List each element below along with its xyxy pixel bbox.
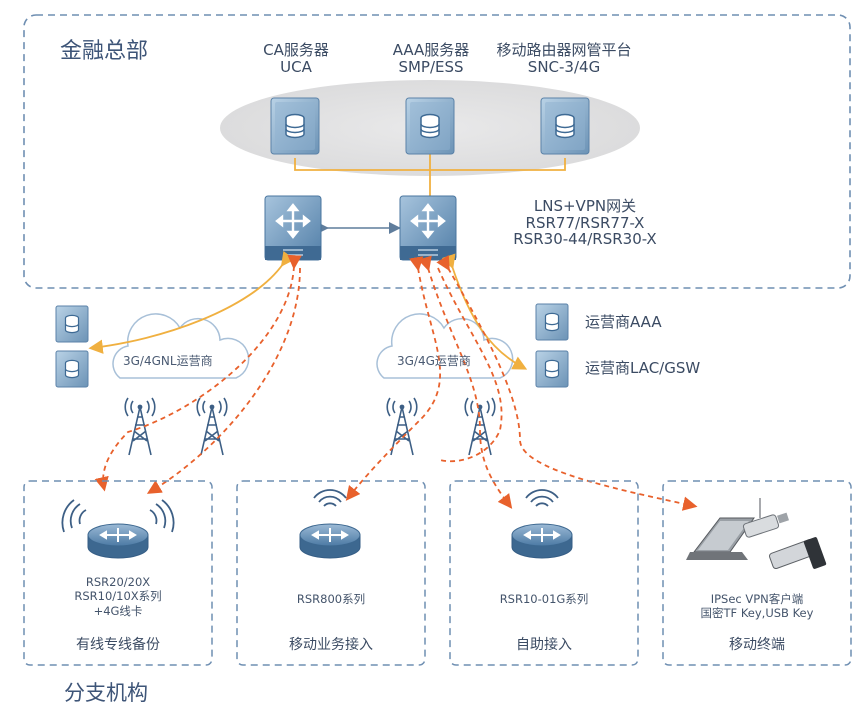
operator-aaa-icon bbox=[535, 303, 569, 341]
tower-icon bbox=[124, 397, 156, 456]
operator-lac-gsw-label: 运营商LAC/GSW bbox=[585, 359, 701, 377]
management-server-model: SNC-3/4G bbox=[527, 57, 601, 76]
gateway-model-2: RSR30-44/RSR30-X bbox=[513, 230, 657, 248]
router-rsr800-icon bbox=[299, 523, 361, 559]
branch-box-4 bbox=[662, 480, 852, 666]
branch-box-3 bbox=[449, 480, 639, 666]
cloud-left-icon bbox=[112, 313, 250, 379]
management-server-icon bbox=[540, 97, 590, 155]
branch-box-2 bbox=[236, 480, 426, 666]
ca-server-name: CA服务器 bbox=[263, 41, 329, 59]
cloud-left-label: 3G/4GNL运营商 bbox=[123, 354, 213, 368]
vpn-tunnels bbox=[94, 254, 698, 511]
usb-key-icon bbox=[742, 498, 789, 538]
management-server-name: 移动路由器网管平台 bbox=[496, 41, 632, 59]
device-label-line: RSR10-01G系列 bbox=[499, 592, 589, 606]
branch-box-3-label: 自助接入 bbox=[516, 637, 572, 653]
router-rsr20-icon bbox=[87, 523, 149, 559]
left-operator-server-2-icon bbox=[55, 350, 89, 388]
gateway-name: LNS+VPN网关 bbox=[533, 197, 637, 215]
device-label-2: RSR800系列 bbox=[237, 592, 425, 606]
wifi-signal-icon bbox=[313, 489, 347, 507]
operator-aaa-label: 运营商AAA bbox=[585, 313, 662, 331]
ca-server-label: CA服务器 UCA bbox=[246, 42, 346, 75]
device-label-3: RSR10-01G系列 bbox=[450, 592, 638, 606]
aaa-server-model: SMP/ESS bbox=[398, 57, 464, 76]
tower-icon bbox=[386, 397, 418, 456]
branch-box-4-label: 移动终端 bbox=[729, 637, 785, 653]
router-rsr10-icon bbox=[511, 523, 573, 559]
cloud-right-icon bbox=[376, 313, 514, 379]
wifi-signal-icon bbox=[525, 489, 559, 507]
device-label-4: IPSec VPN客户端 国密TF Key,USB Key bbox=[663, 592, 851, 621]
aaa-server-label: AAA服务器 SMP/ESS bbox=[376, 42, 486, 75]
gateway-label: LNS+VPN网关 RSR77/RSR77-X RSR30-44/RSR30-X bbox=[505, 198, 665, 248]
device-label-line: RSR20/20X bbox=[85, 575, 151, 589]
device-label-line: +4G线卡 bbox=[93, 603, 143, 618]
tower-icon bbox=[196, 397, 228, 456]
aaa-server-name: AAA服务器 bbox=[392, 41, 470, 59]
aaa-server-icon bbox=[405, 97, 455, 155]
cloud-right-label: 3G/4G运营商 bbox=[397, 354, 471, 368]
ca-server-model: UCA bbox=[280, 57, 312, 76]
gateway-switch-right-icon bbox=[398, 194, 458, 262]
branch-box-1 bbox=[23, 480, 213, 666]
device-label-1: RSR20/20X RSR10/10X系列 +4G线卡 bbox=[24, 575, 212, 618]
device-label-line: RSR10/10X系列 bbox=[74, 589, 162, 604]
laptop-icon bbox=[686, 517, 755, 560]
left-operator-server-1-icon bbox=[55, 305, 89, 343]
device-label-line: IPSec VPN客户端 bbox=[710, 592, 804, 606]
management-server-label: 移动路由器网管平台 SNC-3/4G bbox=[484, 42, 644, 75]
device-label-line: 国密TF Key,USB Key bbox=[700, 606, 814, 621]
tower-icon bbox=[464, 397, 496, 456]
branch-box-2-label: 移动业务接入 bbox=[289, 637, 373, 653]
tf-key-icon bbox=[768, 537, 827, 570]
branch-title: 分支机构 bbox=[64, 681, 148, 705]
server-links bbox=[294, 150, 566, 196]
gateway-switch-left-icon bbox=[263, 194, 323, 262]
hq-title: 金融总部 bbox=[60, 39, 149, 64]
operator-lac-gsw-icon bbox=[535, 350, 569, 388]
wifi-signal-icon bbox=[61, 499, 175, 533]
ca-server-icon bbox=[270, 97, 320, 155]
branch-box-1-label: 有线专线备份 bbox=[76, 637, 160, 653]
device-label-line: RSR800系列 bbox=[296, 592, 366, 606]
gateway-model-1: RSR77/RSR77-X bbox=[525, 213, 645, 232]
